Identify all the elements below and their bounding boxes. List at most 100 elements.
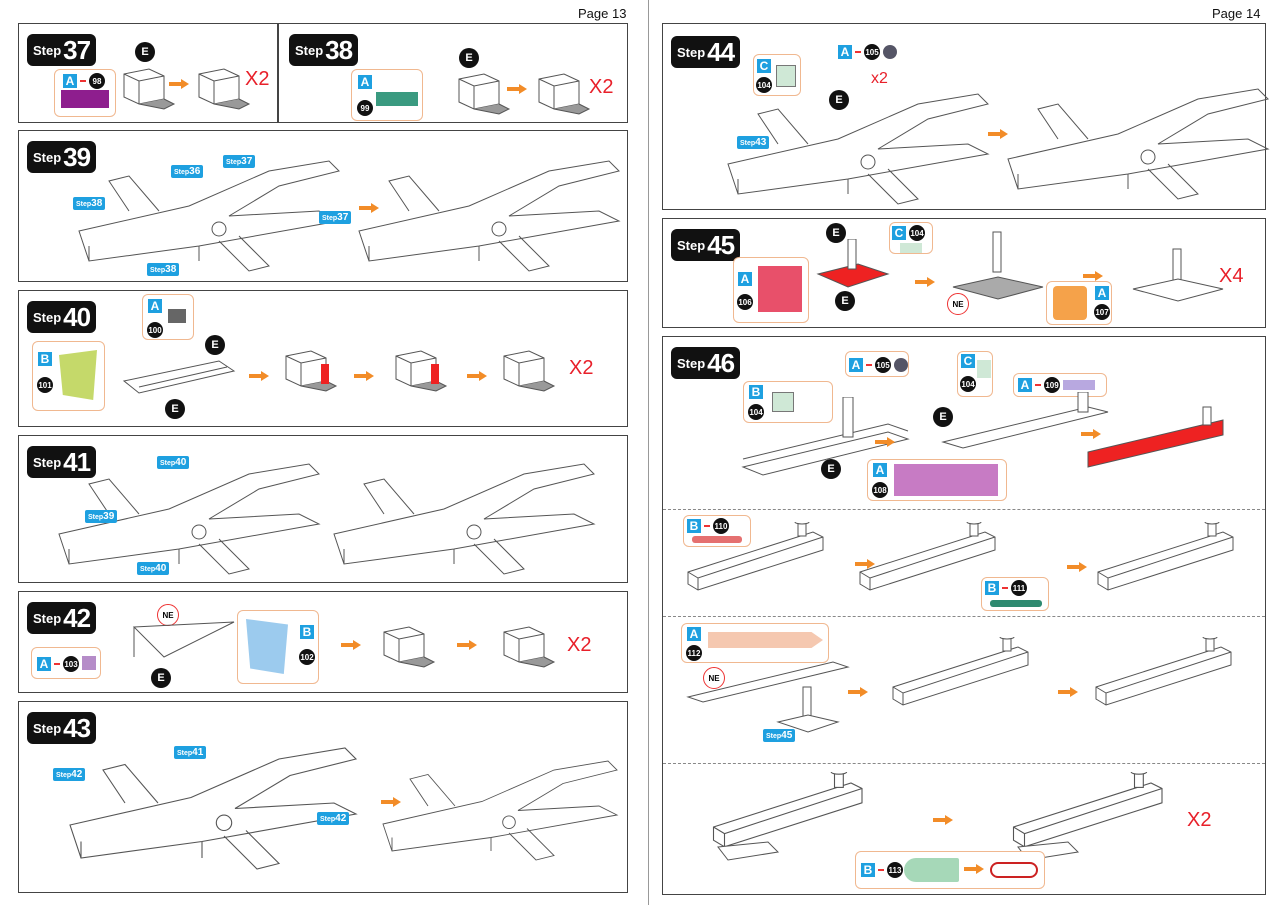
e-marker: E (205, 335, 225, 355)
part-label: B 111 (985, 580, 1027, 596)
multiplier: X2 (567, 634, 592, 656)
part-letter: A (1095, 286, 1109, 300)
part-number: 98 (89, 73, 105, 89)
step-number: 44 (707, 36, 735, 67)
step-word: Step (33, 610, 62, 626)
multiplier: X2 (245, 68, 270, 90)
assembly-illustration (132, 621, 235, 658)
step-number: 37 (63, 34, 91, 65)
part-callout: A 99 (351, 69, 423, 121)
part-callout: B 101 (32, 341, 105, 411)
e-marker: E (821, 459, 841, 479)
step-number: 38 (325, 34, 353, 65)
step-number: 39 (63, 141, 91, 172)
arrow-icon (249, 371, 269, 381)
part-number: 106 (737, 294, 753, 310)
step-ref: Step40 (157, 456, 190, 469)
part-number: 101 (37, 377, 53, 393)
part-number: 99 (357, 100, 373, 116)
arrow-icon (169, 79, 189, 89)
arrow-icon (1058, 687, 1078, 697)
step-number: 41 (63, 446, 91, 477)
step-ref: Step42 (317, 812, 350, 825)
part-letter: A (738, 272, 752, 286)
step-ref: Step43 (737, 136, 770, 149)
step-ref: Step37 (319, 211, 352, 224)
step-word: Step (33, 720, 62, 736)
part-letter: A (687, 627, 701, 641)
step-number: 40 (63, 301, 91, 332)
result-illustration (382, 760, 618, 861)
result-illustration (333, 463, 595, 575)
arrow-icon (467, 371, 487, 381)
step-number: 45 (707, 229, 735, 260)
part-letter: B (749, 385, 763, 399)
part-letter: C (961, 354, 975, 368)
part-number: 103 (63, 656, 79, 672)
part-99-shape (376, 92, 418, 106)
arrow-icon (1083, 271, 1103, 281)
part-number: 105 (864, 44, 880, 60)
step-word: Step (677, 237, 706, 253)
arrow-icon (354, 371, 374, 381)
arrow-icon (1067, 562, 1087, 572)
result-illustration (1087, 406, 1224, 468)
part-letter: A (63, 74, 77, 88)
arrow-icon (341, 640, 361, 650)
assembly-illustration (69, 747, 357, 870)
assembly-illustration (687, 522, 824, 591)
part-callout: A 106 (733, 257, 809, 323)
part-number: 112 (686, 645, 702, 661)
part-number: 107 (1094, 304, 1110, 320)
result-illustration (358, 160, 620, 272)
part-number: 104 (909, 225, 925, 241)
part-letter: B (861, 863, 875, 877)
part-98-shape (61, 90, 109, 108)
arrow-icon (507, 84, 527, 94)
e-marker: E (933, 407, 953, 427)
part-letter: B (985, 581, 999, 595)
part-104-shape (900, 243, 922, 253)
assembly-illustration (712, 772, 863, 861)
part-letter: A (148, 299, 162, 313)
assembly-illustration (727, 93, 989, 205)
step-word: Step (295, 42, 324, 58)
part-number: 111 (1011, 580, 1027, 596)
assembly-illustration (78, 160, 340, 272)
multiplier: X2 (569, 357, 594, 379)
part-callout: B 104 (743, 381, 833, 423)
e-marker: E (135, 42, 155, 62)
step-illustration (383, 626, 435, 668)
part-number: 110 (713, 518, 729, 534)
part-number: 113 (887, 862, 903, 878)
step-number: 46 (707, 347, 735, 378)
e-marker: E (165, 399, 185, 419)
e-marker: E (826, 223, 846, 243)
part-number: 105 (875, 357, 891, 373)
e-marker: E (459, 48, 479, 68)
part-letter: B (38, 352, 52, 366)
step-illustration (941, 392, 1109, 449)
part-callout: C 104 (957, 351, 993, 397)
part-callout: A 108 (867, 459, 1007, 501)
part-assembly-illustration (458, 73, 510, 115)
result-illustration (538, 73, 590, 115)
part-105-shape (883, 45, 897, 59)
step-number: 42 (63, 602, 91, 633)
part-callout: A 112 (681, 623, 829, 663)
part-100-shape (168, 309, 186, 323)
step-ref: Step41 (174, 746, 207, 759)
